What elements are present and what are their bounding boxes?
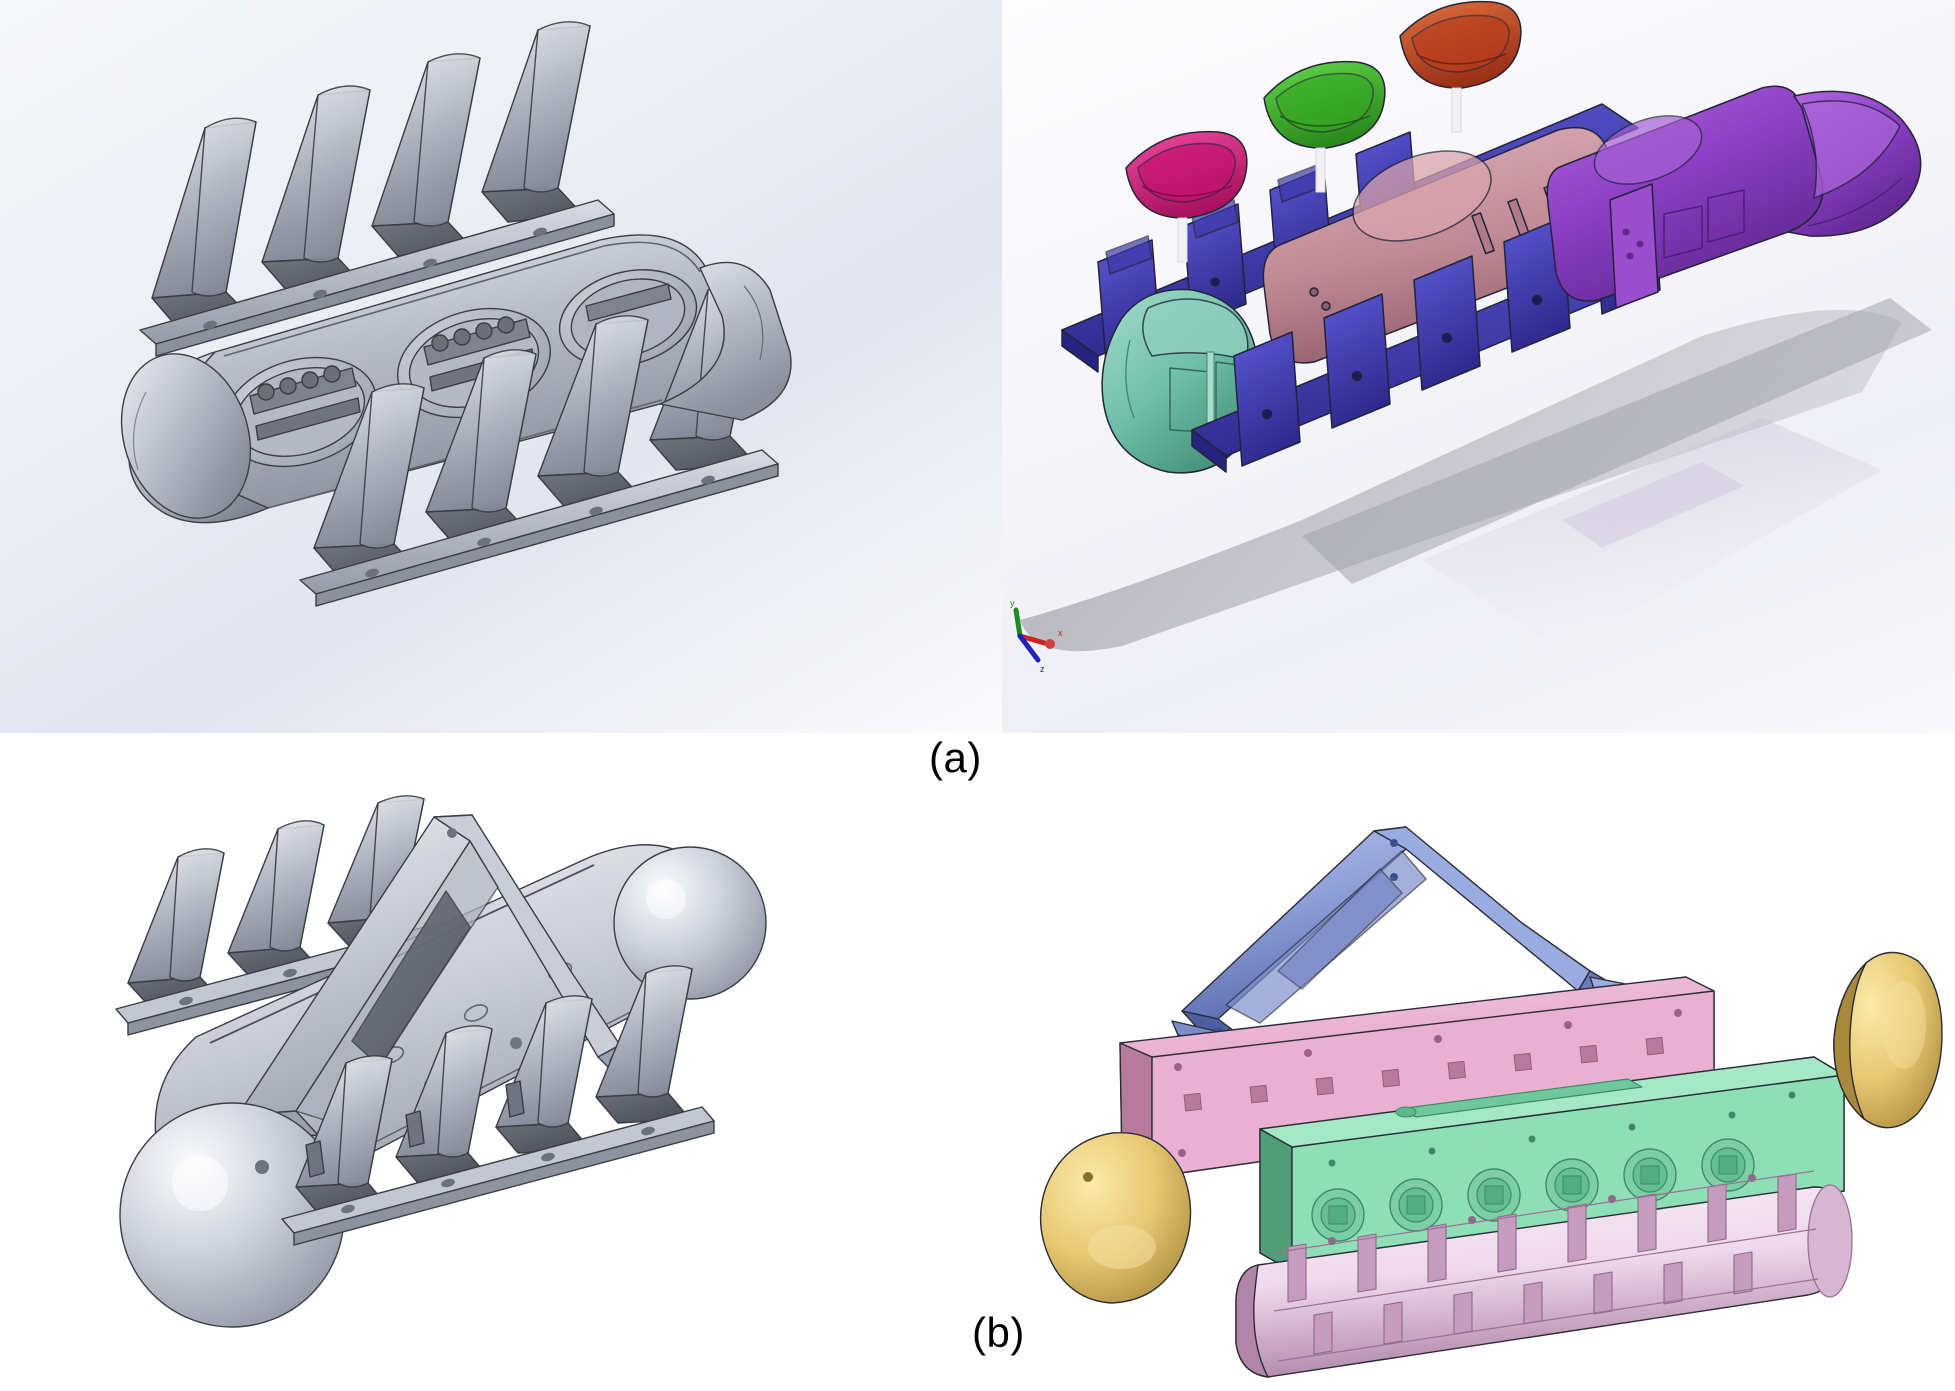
connector-pin bbox=[257, 365, 341, 401]
floor-shadow bbox=[1020, 298, 1932, 652]
axis-label-y: y bbox=[1010, 598, 1015, 608]
cad-render-assembled-gray bbox=[120, 21, 792, 607]
pressure-box-green bbox=[1259, 1056, 1845, 1272]
fin-plate bbox=[151, 117, 257, 327]
fin-plate bbox=[425, 349, 537, 543]
box-port bbox=[1311, 1138, 1755, 1242]
fin-plate bbox=[481, 21, 591, 223]
connector-pin bbox=[431, 316, 515, 352]
mounting-rail-far bbox=[139, 199, 615, 357]
panel-assembled-gray-render bbox=[0, 0, 1002, 733]
dome-gold-right bbox=[1833, 951, 1943, 1129]
axis-label-z: z bbox=[1040, 664, 1045, 674]
fin-hole bbox=[1622, 228, 1644, 260]
panel-exploded-color-render: x y z bbox=[1002, 0, 1955, 733]
tail-slot bbox=[1663, 189, 1745, 259]
dome-gold-left bbox=[1039, 1131, 1192, 1304]
plate-slot bbox=[1183, 1036, 1665, 1112]
tail-section-purple bbox=[1546, 85, 1922, 309]
fin-plate-blue bbox=[1413, 255, 1481, 391]
connector-panel bbox=[222, 356, 378, 468]
plate-hole bbox=[1174, 1009, 1682, 1157]
fin-plate bbox=[227, 820, 325, 978]
fin-plate-blue bbox=[1323, 293, 1391, 429]
fin-plate bbox=[127, 848, 225, 1008]
tail-sphere bbox=[613, 846, 767, 1000]
dome-vent bbox=[255, 1160, 269, 1174]
mounting-rail-near bbox=[281, 1106, 715, 1246]
cad-render-exploded-modules bbox=[1039, 826, 1943, 1378]
fin-green bbox=[1263, 60, 1386, 193]
floor-reflection bbox=[1422, 418, 1882, 650]
robot-assembly-gray-alt bbox=[115, 795, 767, 1328]
figure-caption-a: (a) bbox=[929, 734, 982, 781]
truss-bracket-blue bbox=[1171, 826, 1703, 1050]
fin-mount-tabs bbox=[305, 1080, 525, 1178]
rail-fastener bbox=[203, 227, 547, 330]
fin-plate bbox=[371, 53, 481, 257]
shell-notch bbox=[1287, 1173, 1797, 1355]
fin-magenta bbox=[1125, 130, 1248, 263]
truss-bracket bbox=[237, 814, 645, 1140]
fin-plate bbox=[537, 315, 649, 507]
origin-axis-triad: x y z bbox=[1010, 598, 1063, 674]
nose-sphere bbox=[119, 1102, 345, 1328]
box-hole bbox=[1328, 1091, 1796, 1167]
fin-row-near bbox=[313, 281, 761, 579]
nose-dome bbox=[120, 351, 269, 524]
shell-hole bbox=[1328, 1174, 1756, 1245]
panel-assembled-gray-render-alt-angle bbox=[0, 795, 1002, 1391]
fin-orange bbox=[1399, 0, 1522, 133]
figure-caption-b: (b) bbox=[972, 1309, 1025, 1356]
rail-fastener bbox=[365, 475, 715, 578]
mounting-rail-near bbox=[299, 449, 779, 607]
exploded-modules bbox=[1039, 826, 1943, 1378]
finned-shell-lavender bbox=[1235, 1170, 1853, 1378]
robot-exploded-color bbox=[1061, 0, 1922, 474]
cad-render-exploded-color: x y z bbox=[1010, 0, 1932, 674]
fin-plate bbox=[261, 85, 371, 293]
cad-render-assembled-gray-alt bbox=[115, 795, 767, 1328]
dome-vent bbox=[1083, 1172, 1093, 1182]
fin-plate bbox=[595, 965, 693, 1124]
panel-exploded-color-modules bbox=[1002, 795, 1955, 1391]
rail-fastener bbox=[341, 1126, 655, 1214]
axis-label-x: x bbox=[1058, 628, 1063, 638]
shell-groove bbox=[1271, 1170, 1819, 1362]
tail-section bbox=[659, 261, 792, 421]
fin-plate-blue bbox=[1233, 331, 1301, 467]
robot-assembly-gray bbox=[120, 21, 792, 607]
